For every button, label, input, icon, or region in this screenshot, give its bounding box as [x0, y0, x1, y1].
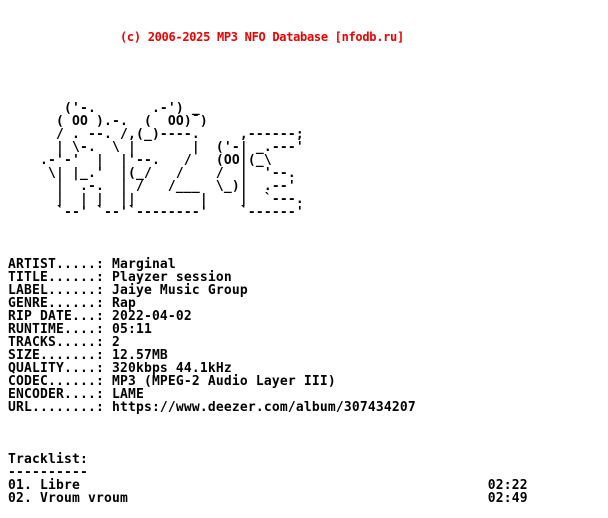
tracklist-block: Tracklist: ---------- 01. Libre 02:22 02… [8, 452, 528, 506]
database-copyright-header: (c) 2006-2025 MP3 NFO Database [nfodb.ru… [120, 30, 404, 44]
release-group-ascii-logo: ('-. .-') _ ( OO ).-. ( OO)¯) / . --. /,… [39, 101, 304, 220]
release-metadata-block: ARTIST.....: Marginal TITLE......: Playz… [8, 257, 416, 415]
nfo-document: (c) 2006-2025 MP3 NFO Database [nfodb.ru… [8, 30, 528, 506]
